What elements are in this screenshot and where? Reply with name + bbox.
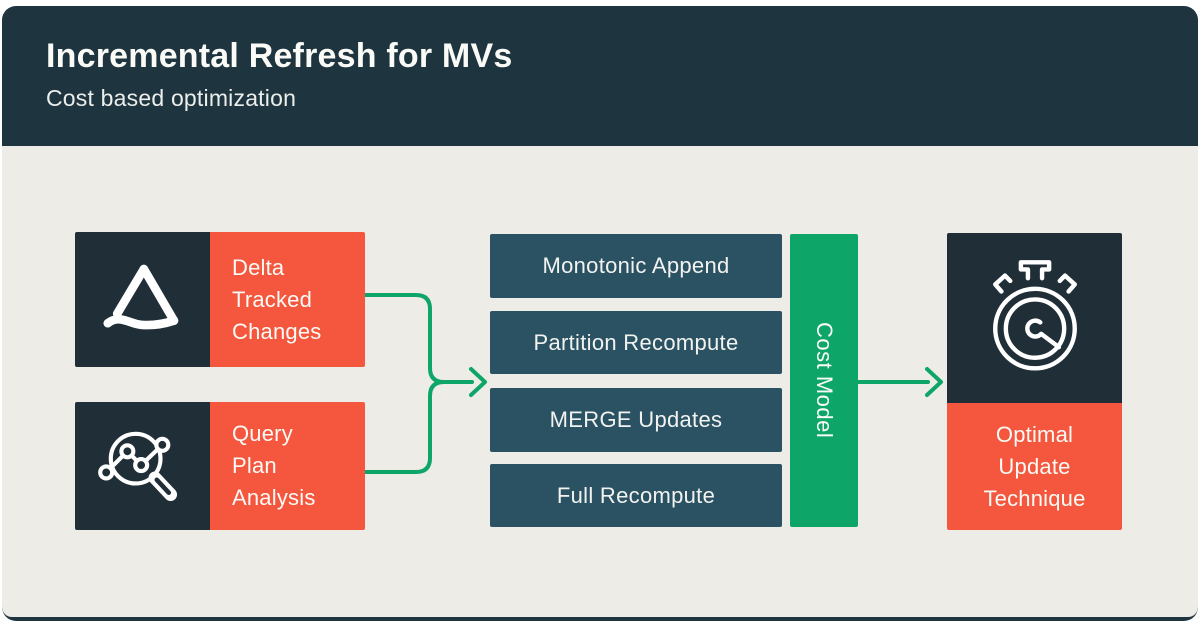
output-label: Optimal Update Technique xyxy=(947,403,1122,530)
arrowhead-icon xyxy=(925,367,943,397)
output-box-optimal-update-technique: Optimal Update Technique xyxy=(947,233,1122,530)
label-line: Plan xyxy=(232,453,277,478)
merge-connector-top xyxy=(363,293,474,384)
input-box-delta-tracked-changes: Delta Tracked Changes xyxy=(75,232,365,367)
strategy-label: MERGE Updates xyxy=(549,407,723,432)
strategy-box-partition-recompute: Partition Recompute xyxy=(490,311,782,374)
stopwatch-icon xyxy=(947,233,1122,403)
label-line: Analysis xyxy=(232,485,316,510)
strategy-label: Full Recompute xyxy=(556,482,716,508)
input-label-query-plan: Query Plan Analysis xyxy=(210,402,365,530)
slide-subtitle: Cost based optimization xyxy=(46,84,297,111)
strategy-box-monotonic-append: Monotonic Append xyxy=(490,234,782,298)
label-line: Changes xyxy=(232,318,322,344)
label-line: Tracked xyxy=(232,286,313,312)
slide-title: Incremental Refresh for MVs xyxy=(46,37,513,75)
label-line: Delta xyxy=(232,254,285,280)
input-box-query-plan-analysis: Query Plan Analysis xyxy=(75,402,365,530)
input-label-delta: Delta Tracked Changes xyxy=(210,232,365,367)
strategy-box-merge-updates: MERGE Updates xyxy=(490,388,782,452)
slide-header: Incremental Refresh for MVs Cost based o… xyxy=(2,6,1198,146)
strategy-label: Partition Recompute xyxy=(533,329,739,355)
label-line: Update xyxy=(998,453,1071,479)
arrowhead-icon xyxy=(469,367,487,397)
cost-model-label: Cost Model xyxy=(812,322,837,439)
strategy-label: Monotonic Append xyxy=(542,253,730,278)
merge-connector-bottom xyxy=(363,380,446,474)
cost-model-bar: Cost Model xyxy=(790,234,858,527)
label-line: Optimal xyxy=(995,421,1074,447)
delta-lake-icon xyxy=(75,232,210,367)
slide-card: Incremental Refresh for MVs Cost based o… xyxy=(2,6,1198,621)
strategy-box-full-recompute: Full Recompute xyxy=(490,464,782,527)
diagram-canvas: Delta Tracked Changes xyxy=(2,146,1198,617)
query-plan-magnifier-icon xyxy=(75,402,210,530)
label-line: Query xyxy=(232,421,293,446)
label-line: Technique xyxy=(983,485,1086,511)
